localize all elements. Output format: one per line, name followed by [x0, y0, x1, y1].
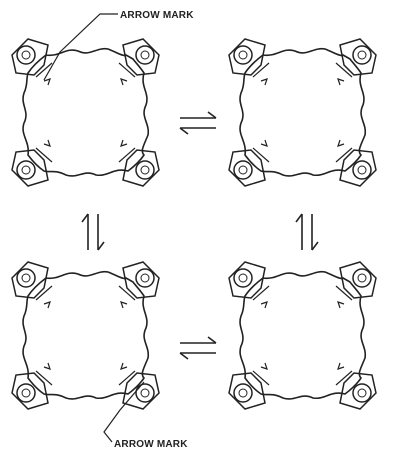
plate-panel-top-left: [12, 39, 159, 186]
callout-label-top: ARROW MARK: [120, 10, 194, 21]
plate-panel-bottom-left: [12, 262, 159, 409]
equilibrium-arrows-top: [180, 112, 216, 134]
plate-panel-top-right: [229, 39, 376, 186]
callout-label-bottom: ARROW MARK: [114, 439, 188, 450]
plate-panel-bottom-right: [229, 262, 376, 409]
callout-leader-bottom: [104, 382, 144, 442]
equilibrium-arrows-left: [82, 214, 104, 250]
equilibrium-arrows-bottom: [180, 337, 216, 359]
callout-leader-top: [44, 14, 118, 80]
equilibrium-arrows-right: [296, 214, 318, 250]
